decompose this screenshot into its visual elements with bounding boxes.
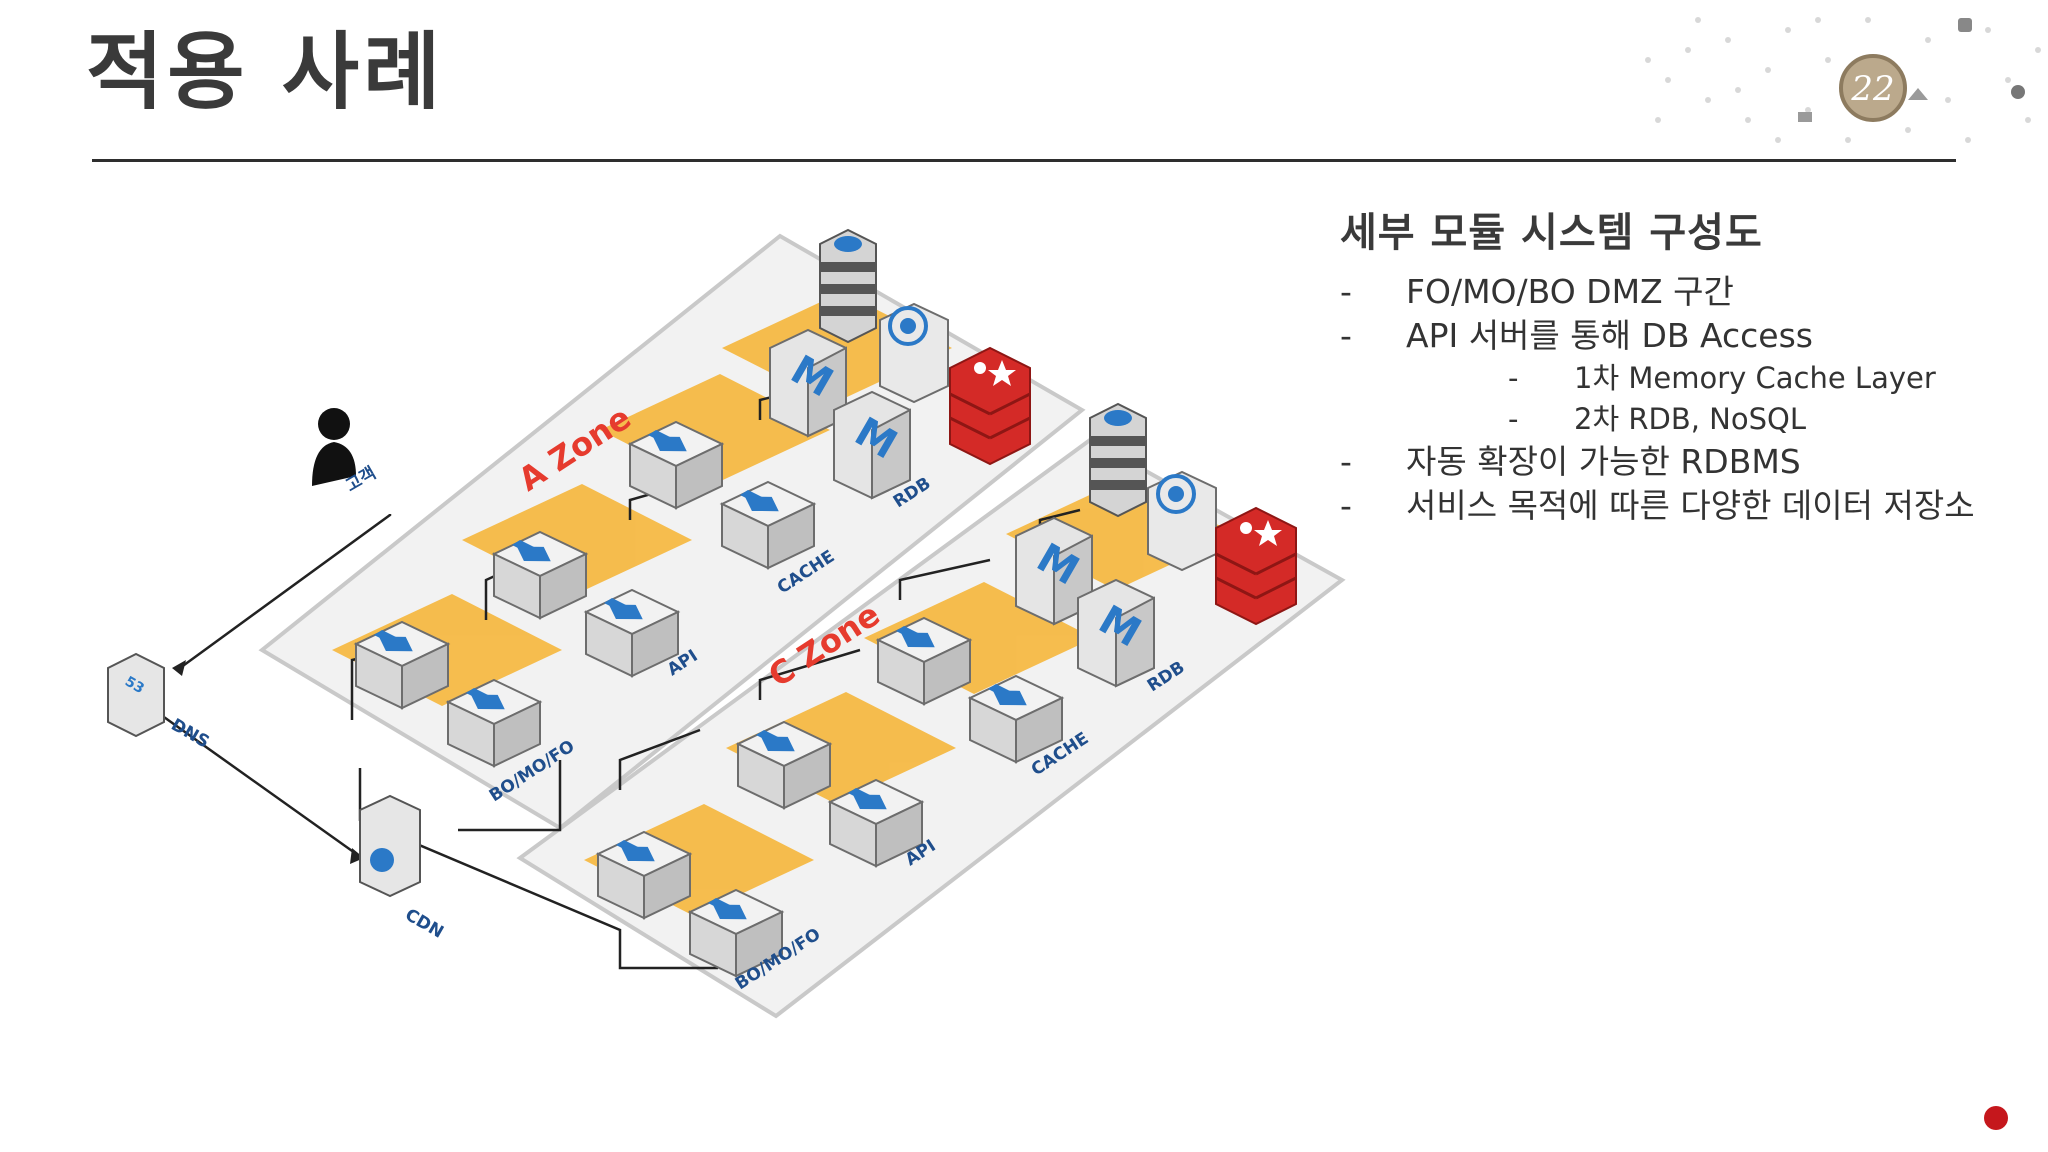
note-item: -FO/MO/BO DMZ 구간 — [1340, 272, 1734, 311]
note-item: -API 서버를 통해 DB Access — [1340, 316, 1813, 355]
note-item: -자동 확장이 가능한 RDBMS — [1340, 442, 1801, 481]
note-item: -서비스 목적에 따른 다양한 데이터 저장소 — [1340, 486, 1975, 525]
storage-c-icon — [1089, 403, 1147, 517]
notes-heading: 세부 모듈 시스템 구성도 — [1340, 210, 1763, 256]
cdn-icon — [359, 794, 421, 898]
broadcast-c-icon — [1146, 470, 1218, 572]
note-subitem: -1차 Memory Cache Layer — [1508, 361, 1936, 395]
redis-c-icon — [1214, 506, 1298, 626]
decorative-corner-pattern: 22 — [1645, 17, 2041, 143]
db-a-2-icon — [833, 391, 911, 499]
customer-icon — [312, 408, 356, 486]
cdn-label: CDN — [402, 905, 447, 943]
redis-a-icon — [948, 346, 1032, 466]
page-title: 적용 사례 — [86, 23, 445, 121]
dns-label: DNS — [168, 715, 213, 753]
notes-list: -FO/MO/BO DMZ 구간 -API 서버를 통해 DB Access -… — [1340, 270, 1980, 528]
svg-text:22: 22 — [1850, 69, 1894, 109]
anniversary-badge-icon — [1839, 54, 1907, 122]
company-logo — [1984, 1106, 2008, 1130]
db-c-2-icon — [1077, 579, 1155, 687]
notes-panel: 세부 모듈 시스템 구성도 -FO/MO/BO DMZ 구간 -API 서버를 … — [1340, 200, 1980, 528]
logo-mark-icon — [1984, 1106, 2008, 1130]
storage-a-icon — [819, 229, 877, 343]
dns-icon: 53 — [107, 652, 165, 738]
title-divider — [92, 159, 1956, 162]
broadcast-a-icon — [878, 302, 950, 404]
note-subitem: -2차 RDB, NoSQL — [1508, 402, 1806, 436]
